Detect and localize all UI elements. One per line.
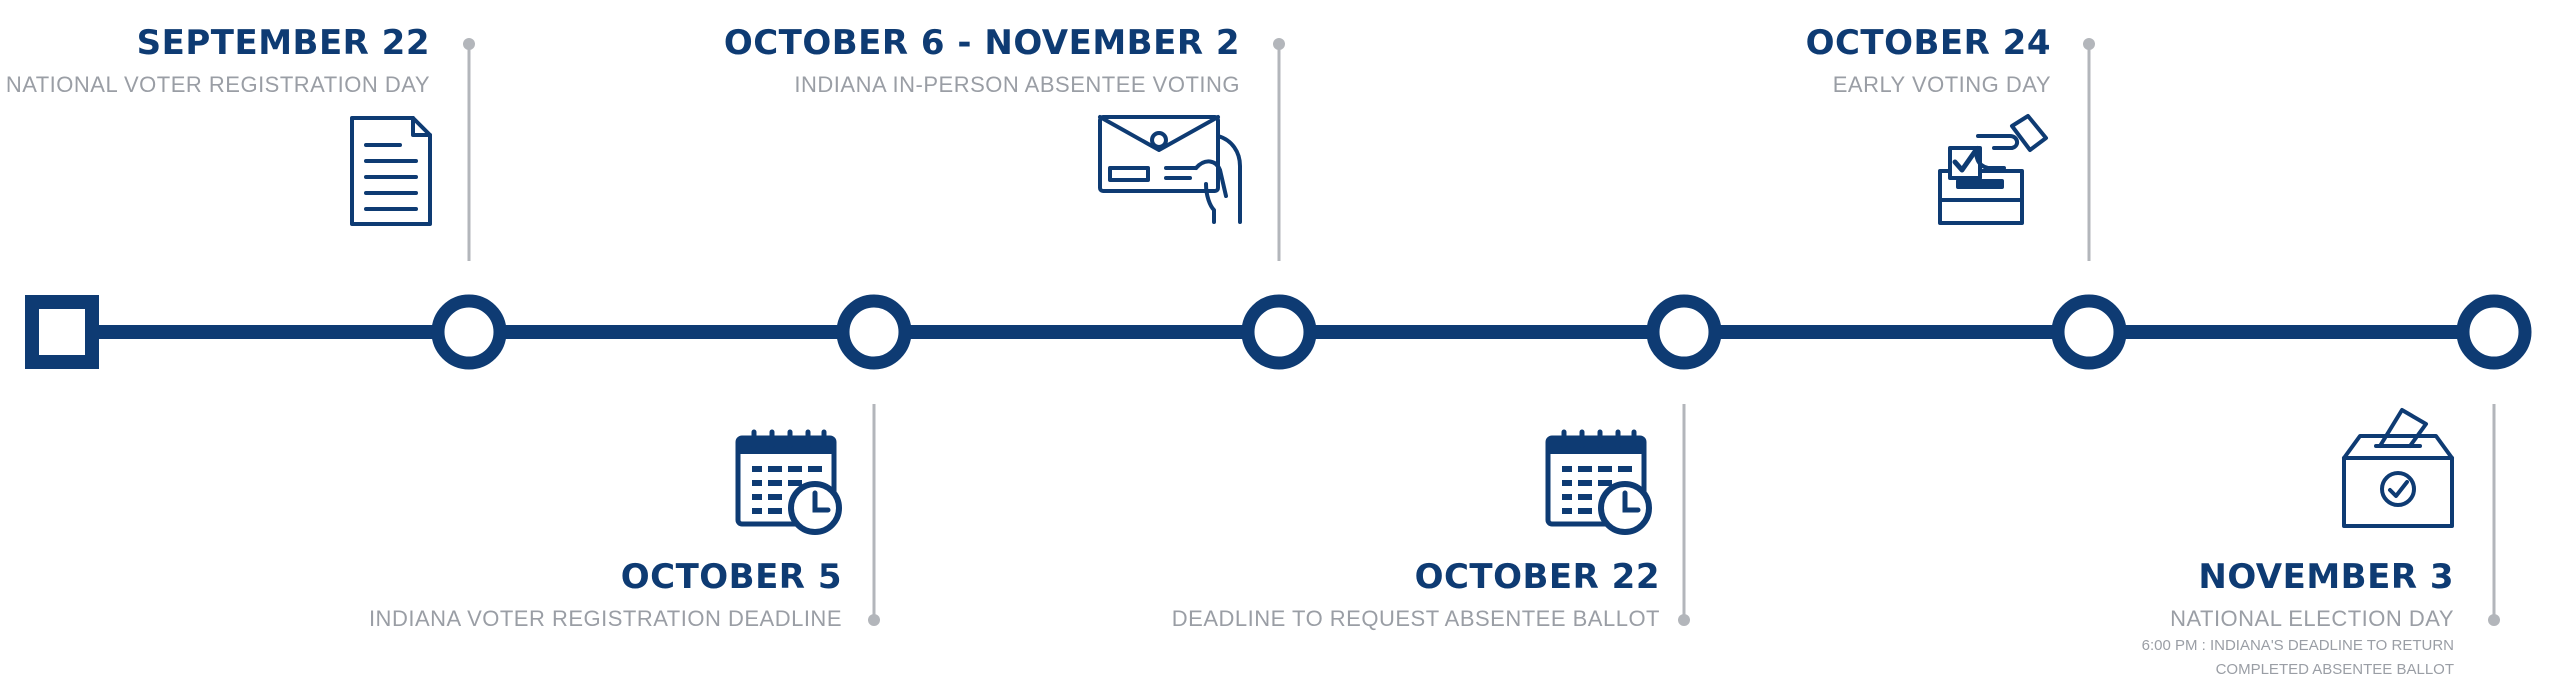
calendar-clock-icon [735, 429, 842, 535]
node-oct24 [2051, 294, 2127, 370]
event-date-nov3: NOVEMBER 3 [2198, 557, 2454, 597]
node-oct22 [1646, 294, 1722, 370]
connectors [463, 38, 2500, 626]
envelope-in-hand-icon [1098, 115, 1242, 224]
event-date-oct22: OCTOBER 22 [1414, 557, 1660, 597]
connector-dot-oct22 [1678, 614, 1690, 626]
ballot-box-icon [2342, 408, 2454, 528]
hand-ballot-box-icon [1938, 114, 2048, 225]
connector-dot-nov3 [2488, 614, 2500, 626]
milestone-nodes [431, 294, 2532, 370]
connector-dot-oct6 [1273, 38, 1285, 50]
node-nov3 [2456, 294, 2532, 370]
event-description-oct6: INDIANA IN-PERSON ABSENTEE VOTING [794, 72, 1240, 97]
event-note-nov3-line2: COMPLETED ABSENTEE BALLOT [2215, 661, 2454, 678]
node-oct6 [1241, 294, 1317, 370]
calendar-clock-icon [1545, 429, 1652, 535]
event-date-oct24: OCTOBER 24 [1805, 23, 2051, 63]
timeline-start-marker [25, 295, 99, 369]
event-date-sep22: SEPTEMBER 22 [136, 23, 430, 63]
event-date-oct6: OCTOBER 6 - NOVEMBER 2 [723, 23, 1240, 63]
event-description-oct24: EARLY VOTING DAY [1832, 72, 2051, 97]
event-note-nov3-line1: 6:00 PM : INDIANA'S DEADLINE TO RETURN [2141, 637, 2454, 654]
event-description-oct5: INDIANA VOTER REGISTRATION DEADLINE [368, 606, 842, 631]
node-sep22 [431, 294, 507, 370]
connector-dot-sep22 [463, 38, 475, 50]
event-description-sep22: NATIONAL VOTER REGISTRATION DAY [5, 72, 430, 97]
connector-dot-oct24 [2083, 38, 2095, 50]
event-description-nov3: NATIONAL ELECTION DAY [2170, 606, 2454, 631]
event-description-oct22: DEADLINE TO REQUEST ABSENTEE BALLOT [1171, 606, 1660, 631]
document-icon [350, 116, 432, 226]
node-oct5 [836, 294, 912, 370]
connector-dot-oct5 [868, 614, 880, 626]
event-date-oct5: OCTOBER 5 [620, 557, 842, 597]
